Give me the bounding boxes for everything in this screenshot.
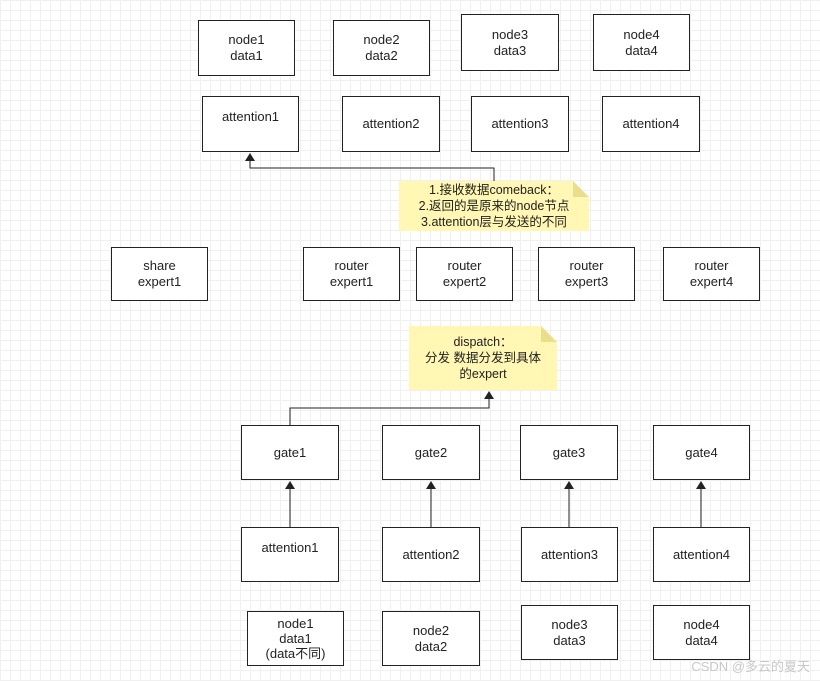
top-attention4-label: attention4 [622, 116, 680, 131]
gate4-box: gate4 [653, 425, 750, 480]
router-expert1-name: expert1 [329, 274, 374, 289]
dispatch-note-line3: 的expert [459, 367, 507, 381]
top-attention4-box: attention4 [602, 96, 700, 152]
top-attention1-box: attention1 [202, 96, 299, 152]
router-expert2-box: router expert2 [416, 247, 513, 301]
router-expert1-box: router expert1 [303, 247, 400, 301]
top-node1-box: node1 data1 [198, 20, 295, 76]
bottom-node1-data: data1 [279, 631, 312, 646]
top-attention2-box: attention2 [342, 96, 440, 152]
bottom-node4-data: data4 [685, 632, 718, 648]
comeback-note-line1: 1.接收数据comeback： [429, 183, 559, 197]
dispatch-note-line1: dispatch： [453, 335, 513, 349]
top-node4-box: node4 data4 [593, 14, 690, 71]
comeback-arrow [245, 153, 495, 185]
router-expert4-box: router expert4 [663, 247, 760, 301]
top-node1-name: node1 [228, 32, 265, 47]
bottom-node4-name: node4 [683, 616, 720, 632]
bottom-node1-note: (data不同) [265, 646, 326, 661]
router-expert3-type: router [569, 258, 604, 273]
bottom-attention3-label: attention3 [540, 546, 599, 562]
bottom-attention2-label: attention2 [402, 546, 460, 562]
bottom-node2-data: data2 [414, 638, 448, 654]
router-expert3-name: expert3 [564, 274, 609, 289]
router-expert4-type: router [694, 258, 729, 273]
share-expert1-box: share expert1 [111, 247, 208, 301]
top-node3-name: node3 [491, 26, 529, 42]
bottom-attention1-box: attention1 [241, 527, 339, 582]
bottom-attention2-box: attention2 [382, 527, 480, 582]
top-node4-data: data4 [625, 42, 658, 58]
bottom-attention1-label: attention1 [261, 540, 319, 555]
router-expert3-box: router expert3 [538, 247, 635, 301]
bottom-node1-name: node1 [277, 616, 314, 631]
router-expert4-name: expert4 [689, 274, 734, 289]
top-attention3-box: attention3 [471, 96, 569, 152]
gate1-label: gate1 [273, 444, 307, 460]
bottom-node3-data: data3 [553, 632, 586, 648]
top-node3-box: node3 data3 [461, 14, 559, 71]
top-attention1-label: attention1 [221, 109, 280, 124]
comeback-note-line2: 2.返回的是原来的node节点 [418, 199, 570, 213]
dispatch-note-line2: 分发 数据分发到具体 [425, 351, 541, 365]
gate4-label: gate4 [685, 444, 718, 460]
bottom-attention4-box: attention4 [653, 527, 750, 582]
top-node2-data: data2 [365, 48, 398, 63]
csdn-watermark: CSDN @多云的夏天 [691, 659, 810, 674]
comeback-note: 1.接收数据comeback： 2.返回的是原来的node节点 3.attent… [399, 181, 589, 231]
share-expert1-name: expert1 [137, 274, 182, 289]
top-attention2-label: attention2 [362, 116, 420, 131]
gate2-box: gate2 [382, 425, 480, 480]
top-node3-data: data3 [493, 42, 527, 58]
gate3-label: gate3 [552, 444, 586, 460]
share-expert1-type: share [143, 258, 176, 273]
top-node2-box: node2 data2 [333, 20, 430, 76]
bottom-attention3-box: attention3 [521, 527, 618, 582]
bottom-node2-name: node2 [412, 622, 450, 638]
top-node4-name: node4 [623, 26, 660, 42]
gate3-box: gate3 [520, 425, 618, 480]
router-expert1-type: router [334, 258, 369, 273]
top-node1-data: data1 [230, 48, 263, 63]
comeback-note-line3: 3.attention层与发送的不同 [421, 215, 567, 229]
router-expert2-name: expert2 [442, 274, 487, 289]
top-node2-name: node2 [363, 32, 400, 47]
bottom-node3-name: node3 [551, 616, 588, 632]
gate2-label: gate2 [414, 444, 448, 460]
dispatch-note: dispatch： 分发 数据分发到具体 的expert [409, 326, 557, 390]
gate1-box: gate1 [241, 425, 339, 480]
bottom-node4-box: node4 data4 [653, 605, 750, 660]
bottom-node1-box: node1 data1 (data不同) [247, 611, 344, 666]
bottom-attention4-label: attention4 [672, 546, 731, 562]
bottom-node3-box: node3 data3 [521, 605, 618, 660]
router-expert2-type: router [447, 258, 482, 273]
top-attention3-label: attention3 [491, 116, 549, 131]
dispatch-arrow [289, 391, 494, 425]
bottom-node2-box: node2 data2 [382, 611, 480, 666]
